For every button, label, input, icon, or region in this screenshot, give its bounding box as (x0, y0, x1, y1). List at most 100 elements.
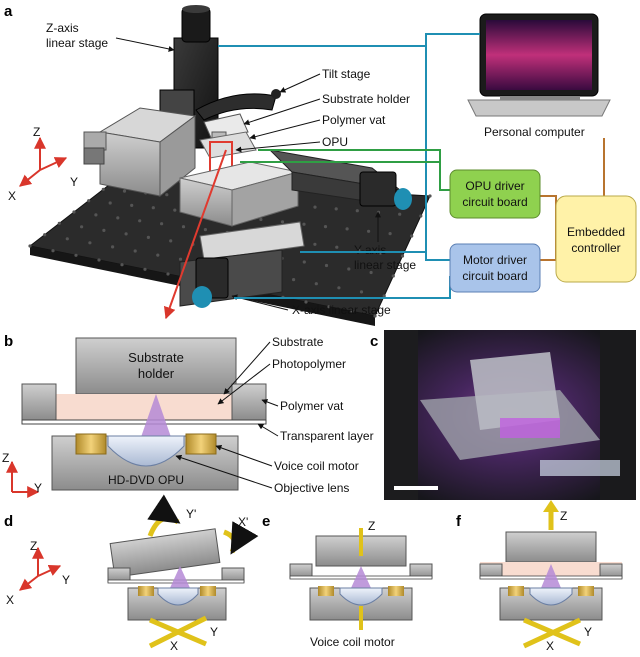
x-axis-linear-stage (179, 221, 305, 308)
label-substrate-holder: Substrate holder (322, 92, 410, 106)
axes-indicator-b: Z Y (2, 451, 42, 498)
breadboard-hole (391, 274, 395, 278)
breadboard-hole (65, 237, 69, 241)
breadboard-hole (102, 228, 106, 232)
breadboard-hole (160, 222, 164, 226)
personal-computer (467, 13, 611, 117)
leader-z-axis (115, 37, 175, 52)
b-hd-dvd-opu: HD-DVD OPU (108, 473, 184, 487)
d-axis-z: Z (30, 539, 37, 553)
leader-polymer-vat (249, 119, 321, 140)
embedded-controller-box: Embedded controller (555, 195, 637, 283)
axis-x-label: X (8, 189, 16, 203)
e-caption: Voice coil motor (310, 635, 395, 649)
b-label-voice-coil: Voice coil motor (274, 459, 359, 473)
label-personal-computer: Personal computer (484, 125, 585, 139)
photograph (384, 330, 636, 500)
b-label-transparent-layer: Transparent layer (280, 429, 374, 443)
breadboard-hole (97, 258, 101, 262)
d-rot-y: Y' (186, 507, 196, 521)
b-substrate-holder-line2: holder (138, 366, 175, 381)
axis-y-label: Y (70, 175, 78, 189)
d-move-y: Y (210, 625, 218, 639)
breadboard-hole (133, 249, 137, 253)
breadboard-hole (327, 305, 331, 309)
b-leader-transparent-layer (257, 423, 279, 437)
breadboard-hole (324, 263, 329, 268)
laser-line (163, 149, 227, 320)
f-y-label: Y (584, 625, 592, 639)
breadboard-hole (313, 205, 317, 209)
b-leader-photopolymer (217, 363, 271, 405)
breadboard-hole (419, 214, 423, 218)
breadboard-hole (116, 216, 120, 220)
breadboard-hole (94, 213, 98, 217)
breadboard-hole (302, 260, 306, 264)
breadboard-hole (111, 245, 115, 249)
label-polymer-vat: Polymer vat (322, 113, 386, 127)
mount-block (83, 107, 197, 198)
breadboard-hole (74, 253, 78, 257)
b-label-photopolymer: Photopolymer (272, 357, 346, 371)
breadboard-hole (334, 207, 338, 211)
f-z-label: Z (560, 509, 567, 523)
breadboard-hole (108, 201, 112, 205)
d-axis-y: Y (62, 573, 70, 587)
breadboard-hole (335, 245, 339, 249)
breadboard-hole (57, 221, 61, 225)
breadboard-hole (345, 227, 349, 231)
breadboard-hole (87, 199, 91, 203)
polymer-vat (199, 131, 257, 159)
e-z-label: Z (368, 519, 375, 533)
panel-f-schematic (479, 500, 623, 649)
breadboard-hole (369, 270, 373, 275)
panel-b-label: b (4, 333, 13, 350)
b-leader-polymer-vat (261, 399, 279, 407)
breadboard-hole (388, 232, 392, 236)
panel-c-label: c (370, 333, 378, 350)
label-y-axis-line1: Y-axis (354, 243, 386, 257)
breadboard-hole (88, 241, 92, 245)
breadboard-hole (323, 225, 328, 229)
breadboard-hole (124, 232, 128, 236)
b-label-polymer-vat: Polymer vat (280, 399, 344, 413)
axes-indicator-a: Z Y X (8, 125, 78, 203)
breadboard-hole (313, 242, 317, 246)
motor-driver-line1: Motor driver (463, 253, 527, 267)
breadboard-hole (43, 233, 47, 237)
opu-driver-line2: circuit board (462, 195, 527, 209)
embedded-line1: Embedded (567, 225, 625, 239)
label-x-axis: X-axis linear stage (292, 303, 391, 317)
breadboard-hole (156, 253, 160, 257)
label-z-axis-line1: Z-axis (46, 21, 79, 35)
f-x-label: X (546, 639, 554, 652)
embedded-line2: controller (571, 241, 620, 255)
tilt-stage (195, 89, 281, 121)
y-axis-linear-stage (179, 149, 412, 227)
label-opu: OPU (322, 135, 348, 149)
panel-d-label: d (4, 513, 13, 530)
leader-opu (235, 141, 321, 153)
opu-driver-box: OPU driver circuit board (449, 169, 541, 219)
breadboard-hole (373, 314, 377, 318)
breadboard-hole (181, 225, 186, 229)
breadboard-hole (359, 290, 364, 294)
label-z-axis-line2: linear stage (46, 36, 108, 50)
label-tilt-stage: Tilt stage (322, 67, 371, 81)
d-axis-x: X (6, 593, 14, 607)
panel-f-label: f (456, 513, 462, 530)
label-y-axis-line2: linear stage (354, 258, 416, 272)
breadboard-hole (80, 225, 84, 229)
panel-d-schematic (107, 494, 259, 649)
breadboard-hole (400, 254, 405, 258)
scale-bar (394, 486, 438, 490)
breadboard-hole (165, 193, 169, 197)
breadboard-hole (151, 206, 155, 210)
breadboard-hole (173, 208, 177, 212)
d-rot-x: X' (238, 515, 248, 529)
breadboard-hole (143, 267, 147, 271)
cables (218, 33, 605, 299)
d-move-x: X (170, 639, 178, 652)
breadboard-hole (398, 212, 402, 216)
